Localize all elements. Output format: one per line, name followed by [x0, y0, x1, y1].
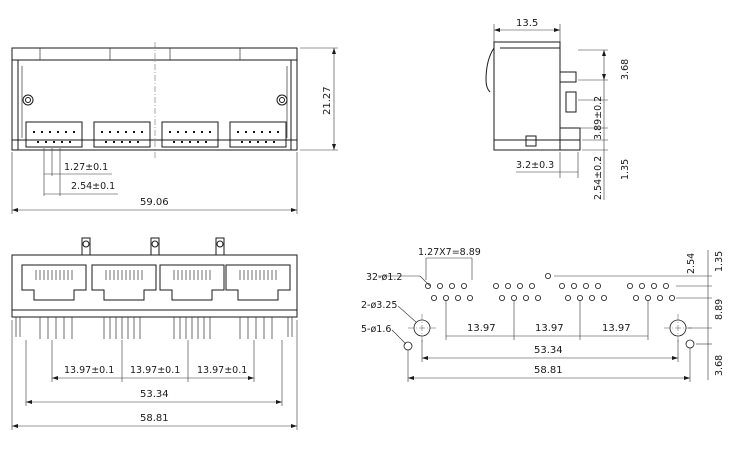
left-led-circle	[22, 94, 34, 106]
front-view: 59.06 1.27±0.1 2.54±0.1 21.27	[11, 42, 338, 214]
front-width-label: 59.06	[140, 197, 169, 208]
bottom-pitch-3: 13.97±0.1	[197, 365, 247, 376]
pcb-pin-pitch-label: 1.27X7=8.89	[418, 247, 481, 258]
front-port-windows	[25, 121, 287, 148]
bottom-overall-width: 58.81	[140, 413, 169, 424]
side-body-outline	[493, 41, 561, 151]
side-dim-a: 3.68	[620, 59, 631, 80]
contact-combs	[35, 270, 277, 280]
bottom-pins	[15, 317, 293, 339]
pcb-overall: 58.81	[534, 365, 563, 376]
pcb-right-d: 3.68	[714, 355, 725, 376]
bottom-jack-outlines	[21, 264, 291, 301]
front-body-outline	[11, 47, 298, 151]
front-pitch-label: 1.27±0.1	[64, 162, 108, 173]
right-led-circle	[276, 94, 288, 106]
bottom-post-span: 53.34	[140, 389, 169, 400]
pcb-right-b: 1.35	[714, 251, 725, 272]
pcb-pitch-3: 13.97	[602, 323, 631, 334]
pcb-post-span: 53.34	[534, 345, 563, 356]
side-dim-e: 3.2±0.3	[516, 160, 554, 171]
bottom-body-outline	[11, 254, 298, 318]
front-height-label: 21.27	[322, 86, 333, 115]
led-posts	[81, 237, 225, 256]
pcb-signal-holes-label: 32-ø1.2	[366, 272, 402, 283]
pcb-right-c: 8.89	[714, 299, 725, 320]
side-depth-label: 13.5	[516, 18, 538, 29]
bottom-view: 13.97±0.1 13.97±0.1 13.97±0.1 53.34 58.8…	[11, 237, 298, 430]
bottom-pitch-2: 13.97±0.1	[130, 365, 180, 376]
pcb-layout: 1.27X7=8.89 32-ø1.2 2-ø3.25 5-ø1.6	[361, 247, 725, 382]
pcb-pitch-2: 13.97	[535, 323, 564, 334]
pcb-pitch-1: 13.97	[467, 323, 496, 334]
pcb-mount-holes-label: 2-ø3.25	[361, 300, 397, 311]
side-dim-c: 1.35	[620, 159, 631, 180]
bottom-pitch-1: 13.97±0.1	[64, 365, 114, 376]
side-dim-d: 2.54±0.2	[593, 156, 604, 200]
pcb-right-a: 2.54	[686, 253, 697, 274]
pcb-led-holes-label: 5-ø1.6	[361, 324, 391, 335]
signal-holes	[424, 272, 676, 301]
front-row-offset-label: 2.54±0.1	[71, 181, 115, 192]
side-view: 13.5 3.68 3.89±0.2 1.35 2.54±0.2 3.2±0.3	[485, 18, 631, 200]
right-led-hole	[685, 339, 695, 349]
side-dim-b: 3.89±0.2	[593, 96, 604, 140]
